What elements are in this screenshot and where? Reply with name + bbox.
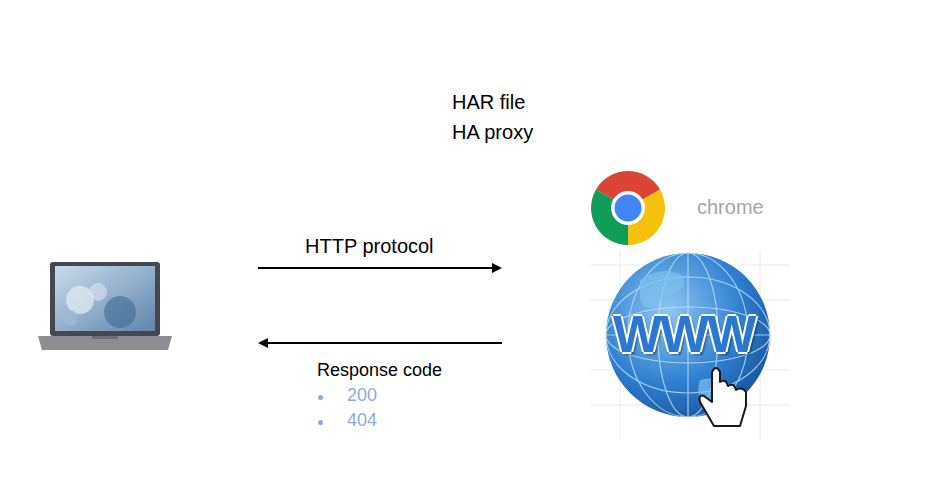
chrome-logo — [591, 171, 665, 245]
bullet-dot — [318, 420, 323, 425]
arrow — [258, 263, 502, 273]
status-code: 404 — [347, 410, 377, 432]
arrow — [258, 338, 502, 348]
laptop-picture — [38, 262, 172, 350]
bullet-dot — [318, 395, 323, 400]
status-code: 200 — [347, 385, 377, 407]
browser-name: chrome — [697, 195, 764, 219]
globe-lettering: WWW — [613, 303, 754, 365]
arrow-label: HTTP protocol — [305, 234, 434, 258]
annotation-text: HAR file — [452, 90, 525, 114]
annotation-text: HA proxy — [452, 120, 533, 144]
list-heading: Response code — [317, 360, 442, 382]
www-globe — [590, 250, 790, 440]
